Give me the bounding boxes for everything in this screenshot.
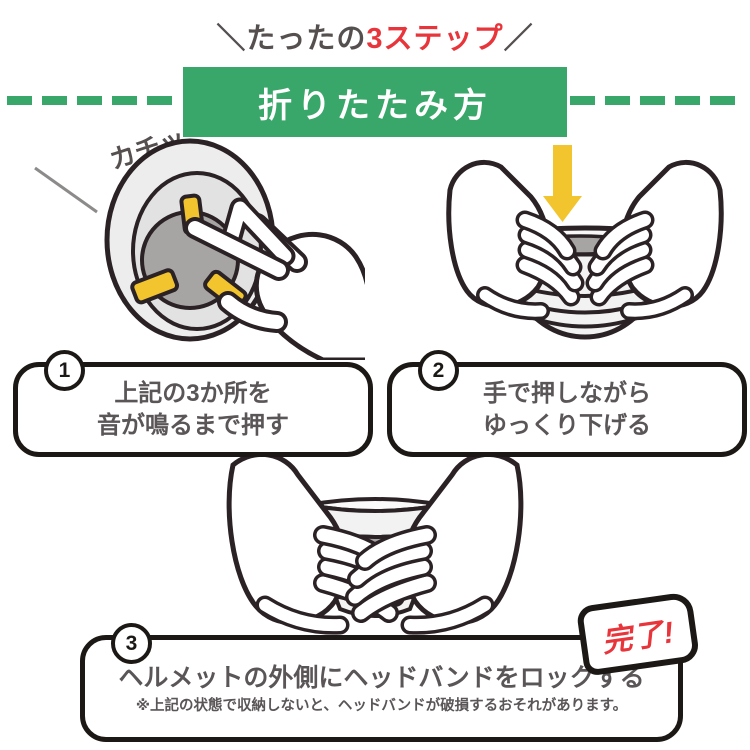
helmet-press-tabs-illustration: カチッ <box>34 130 365 360</box>
down-arrow-icon <box>543 145 582 222</box>
folded-helmet-illustration <box>226 455 524 635</box>
tagline: ＼たったの3ステップ／ <box>0 22 750 56</box>
step2-number-badge: 2 <box>418 350 459 391</box>
step3-warning-note: ※上記の状態で収納しないと、ヘッドバンドが破損するおそれがあります。 <box>135 697 628 714</box>
dashed-line-left <box>7 96 180 105</box>
lock-tab-left <box>130 268 180 305</box>
step1-text-line1: 上記の3か所を <box>114 379 272 407</box>
tagline-suffix: ／ <box>503 23 534 55</box>
push-down-illustration <box>446 145 724 340</box>
step2-text-line1: 手で押しながら <box>483 379 651 407</box>
dashed-line-right <box>570 96 745 105</box>
step2-caption-box: 2 手で押しながら ゆっくり下げる <box>387 350 747 457</box>
tagline-highlight: 3ステップ <box>366 23 504 55</box>
left-hand <box>446 160 585 321</box>
tagline-prefix: ＼たったの <box>216 23 367 55</box>
right-hand <box>345 455 524 635</box>
banner-title: 折りたたみ方 <box>183 67 567 137</box>
step3-text-line: ヘルメットの外側にヘッドバンドをロックする <box>118 663 645 692</box>
step3-number-badge: 3 <box>111 623 152 664</box>
step1-caption-box: 1 上記の3か所を 音が鳴るまで押す <box>13 350 373 457</box>
sfx-line <box>34 166 98 214</box>
step2-text-line2: ゆっくり下げる <box>483 411 651 439</box>
pressing-hand <box>184 197 365 360</box>
right-hand <box>585 160 724 321</box>
step1-number-badge: 1 <box>44 350 85 391</box>
step1-text-line2: 音が鳴るまで押す <box>97 411 289 439</box>
